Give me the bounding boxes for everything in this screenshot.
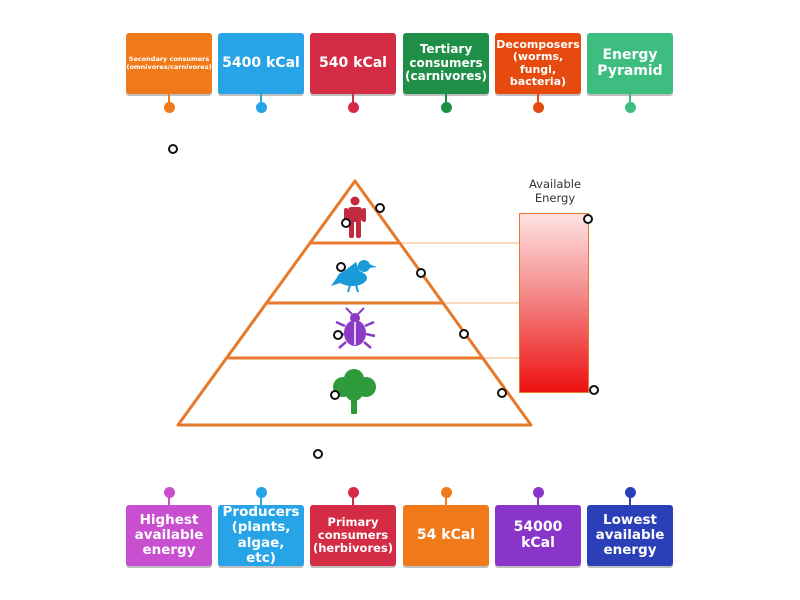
drop-target-marker[interactable]	[375, 203, 385, 213]
label-pin-stem	[445, 496, 447, 507]
drop-target-marker[interactable]	[336, 262, 346, 272]
draggable-label-tile[interactable]: Lowest available energy	[587, 505, 673, 566]
label-pin[interactable]	[533, 102, 544, 113]
drop-target-marker[interactable]	[459, 329, 469, 339]
label-pin[interactable]	[533, 487, 544, 498]
draggable-label-tile[interactable]: Producers (plants, algae, etc)	[218, 505, 304, 566]
drop-target-marker[interactable]	[341, 218, 351, 228]
label-pin-stem	[168, 94, 170, 105]
draggable-label-tile[interactable]: Highest available energy	[126, 505, 212, 566]
label-pin[interactable]	[164, 487, 175, 498]
label-pin-stem	[168, 496, 170, 507]
label-pin[interactable]	[348, 102, 359, 113]
draggable-label-tile[interactable]: 5400 kCal	[218, 33, 304, 94]
label-pin-stem	[445, 94, 447, 105]
draggable-label-tile[interactable]: 54000 kCal	[495, 505, 581, 566]
label-pin[interactable]	[348, 487, 359, 498]
label-pin[interactable]	[441, 487, 452, 498]
label-pin-stem	[260, 94, 262, 105]
label-pin-stem	[352, 496, 354, 507]
drop-target-marker[interactable]	[497, 388, 507, 398]
drop-target-marker[interactable]	[333, 330, 343, 340]
drop-target-marker[interactable]	[168, 144, 178, 154]
draggable-label-tile[interactable]: Primary consumers (herbivores)	[310, 505, 396, 566]
draggable-label-tile[interactable]: Energy Pyramid	[587, 33, 673, 94]
bird-icon	[331, 260, 377, 293]
draggable-label-tile[interactable]: Secondary consumers (omnivores/carnivore…	[126, 33, 212, 94]
draggable-label-tile[interactable]: Tertiary consumers (carnivores)	[403, 33, 489, 94]
drop-target-marker[interactable]	[589, 385, 599, 395]
beetle-icon	[334, 307, 376, 349]
drop-target-marker[interactable]	[313, 449, 323, 459]
label-pin[interactable]	[256, 102, 267, 113]
label-pin-stem	[537, 496, 539, 507]
label-pin[interactable]	[441, 102, 452, 113]
label-pin-stem	[537, 94, 539, 105]
available-energy-label: Available Energy	[528, 177, 582, 205]
available-energy-gradient-bar	[519, 213, 589, 393]
label-pin-stem	[629, 496, 631, 507]
label-pin[interactable]	[625, 487, 636, 498]
label-pin-stem	[352, 94, 354, 105]
label-pin-stem	[260, 496, 262, 507]
label-pin[interactable]	[625, 102, 636, 113]
label-pin-stem	[629, 94, 631, 105]
label-pin[interactable]	[256, 487, 267, 498]
draggable-label-tile[interactable]: 540 kCal	[310, 33, 396, 94]
drop-target-marker[interactable]	[416, 268, 426, 278]
drop-target-marker[interactable]	[330, 390, 340, 400]
draggable-label-tile[interactable]: Decomposers (worms, fungi, bacteria)	[495, 33, 581, 94]
label-pin[interactable]	[164, 102, 175, 113]
tree-icon	[333, 369, 376, 414]
drop-target-marker[interactable]	[583, 214, 593, 224]
draggable-label-tile[interactable]: 54 kCal	[403, 505, 489, 566]
